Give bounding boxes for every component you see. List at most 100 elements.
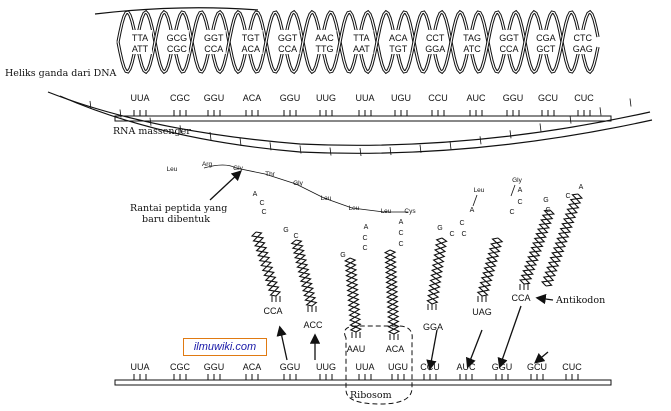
dna-pair-bg: [312, 30, 337, 54]
mrna-codon: UUA: [130, 93, 149, 103]
trna-tail-nucleotide: G: [437, 225, 442, 232]
ribosome-codon: UUA: [130, 362, 149, 372]
mrna-curve-rung: [359, 147, 362, 157]
ribosome-codon: CUC: [562, 362, 582, 372]
pointer-arrow: [465, 329, 483, 369]
dna-pair-bg: [460, 30, 485, 54]
dna-helix-label: Heliks ganda dari DNA: [5, 68, 117, 79]
mrna-curve-rung: [419, 144, 422, 153]
dna-pair-bg: [497, 30, 521, 54]
mrna-label: RNA massenger: [113, 126, 191, 137]
ribosome-codon: UUA: [355, 362, 374, 372]
mrna-curve-rung: [209, 131, 212, 141]
peptide-label-line1: Rantai peptida yang: [130, 203, 227, 214]
trna-tail-nucleotide: C: [259, 200, 264, 207]
trna-tail-nucleotide: A: [399, 219, 404, 226]
trna-anticodon: ACC: [303, 320, 323, 330]
mrna-curve-rung: [269, 142, 272, 151]
peptide-residue: Leu: [349, 205, 360, 212]
trna-aa-link: [472, 194, 478, 207]
ribosome-codon: GGU: [492, 362, 513, 372]
dna-top-triplet: AAC: [315, 33, 334, 43]
dna-top-triplet: GGT: [278, 33, 298, 43]
arrows: [209, 170, 554, 371]
mrna-curve-outer: [47, 91, 651, 146]
trna-tail-nucleotide: G: [283, 227, 288, 234]
pointer-arrow: [276, 325, 288, 361]
dna-top-triplet: GGT: [204, 33, 224, 43]
trna-anticodon: AAU: [347, 344, 366, 354]
mrna-curve-rung: [299, 145, 302, 154]
dna-top-curve: [94, 7, 259, 15]
pointer-arrow: [534, 351, 549, 364]
dna-bottom-triplet: CCA: [278, 44, 297, 54]
trna-amino-acid: Leu: [474, 187, 485, 194]
mrna-codon: CCU: [428, 93, 448, 103]
trna-anticodon: GGA: [423, 322, 443, 332]
trna-tail-nucleotide: C: [545, 207, 550, 214]
peptide-residue: Arg: [202, 161, 213, 168]
trna-stem: [383, 249, 400, 335]
dna-top-triplet: GGT: [499, 33, 519, 43]
mrna-codon: GGU: [280, 93, 301, 103]
dna-bottom-triplet: GGA: [425, 44, 445, 54]
trna-tail-nucleotide: C: [398, 241, 403, 248]
dna-bottom-triplet: ACA: [241, 44, 260, 54]
dna-pair-bg: [386, 30, 411, 54]
ribosome-outline: [344, 325, 413, 405]
trna-stem: [427, 237, 448, 305]
ribosome-codon: UUG: [316, 362, 336, 372]
mrna-bar: [114, 115, 612, 122]
dna-top-triplet: ACA: [389, 33, 408, 43]
trna-stem: [518, 209, 556, 285]
trna-tail-nucleotide: A: [579, 184, 584, 191]
trna-tail-nucleotide: C: [261, 209, 266, 216]
trna-stem: [252, 231, 282, 297]
trna-stem: [250, 231, 280, 297]
dna-top-triplet: CTC: [574, 33, 593, 43]
dna-base-pairs: TTAATTGCGCGCGGTCCATGTACAGGTCCAAACTTGTTAA…: [128, 30, 595, 54]
ribosome-label: Ribosom: [350, 390, 392, 401]
ribosome-codon: GGU: [280, 362, 301, 372]
trna-tail-nucleotide: A: [470, 207, 475, 214]
peptide-residue: Leu: [167, 166, 178, 173]
mrna-curve-rung: [179, 125, 182, 134]
trna-tail-nucleotide: G: [340, 252, 345, 259]
trna-aa-link: [510, 184, 516, 197]
dna-pair-bg: [423, 30, 448, 54]
trna-molecules: CCAACCACCGCAAUGACCACAACCGGAGCUAGACCLeuCC…: [250, 177, 584, 354]
dna-pair-bg: [164, 30, 189, 54]
trna-stem: [291, 239, 317, 307]
mrna-curve-rung: [569, 115, 572, 124]
trna-stem: [476, 237, 504, 297]
pointer-arrow: [426, 329, 438, 371]
trna-tail-nucleotide: A: [253, 191, 258, 198]
mrna-codon: UGU: [391, 93, 411, 103]
dna-top-triplet: GCG: [167, 33, 188, 43]
mrna-codon: UUA: [355, 93, 374, 103]
ribosome-codon: AUC: [456, 362, 476, 372]
mrna-curve-rung: [629, 98, 632, 107]
trna-anticodon: CCA: [511, 293, 530, 303]
dna-bottom-triplet: GCT: [536, 44, 556, 54]
dna-bottom-triplet: TGT: [389, 44, 407, 54]
mrna-curve-rung: [479, 136, 482, 145]
trna-tail-nucleotide: C: [398, 230, 403, 237]
dna-pair-bg: [201, 30, 226, 54]
trna-anticodon: CCA: [263, 306, 282, 316]
mrna-curve-rung: [449, 141, 452, 150]
mrna-codon: AUC: [466, 93, 486, 103]
dna-bottom-triplet: ATC: [463, 44, 481, 54]
mrna-curve-rung: [89, 100, 92, 109]
ribosome-codon: ACA: [243, 362, 262, 372]
trna-tail-nucleotide: C: [362, 235, 367, 242]
dna-top-triplet: CCT: [426, 33, 445, 43]
trna-tail-nucleotide: C: [293, 233, 298, 240]
ribosome-bar: [114, 379, 612, 386]
dna-pair-bg: [533, 30, 558, 54]
dna-top-triplet: CGA: [536, 33, 556, 43]
mrna-curve-rung: [149, 117, 152, 126]
ribosome-codon: UGU: [388, 362, 408, 372]
